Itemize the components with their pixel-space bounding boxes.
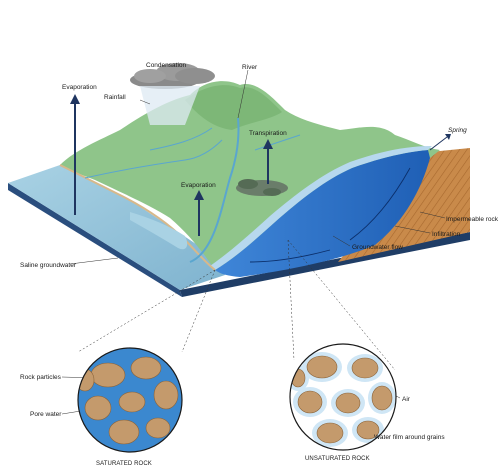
inlet <box>130 212 188 250</box>
block-front-face <box>8 183 182 297</box>
label-river: River <box>242 64 258 71</box>
river <box>189 117 240 263</box>
coastline <box>59 164 216 271</box>
stream-3 <box>254 134 301 151</box>
caption-unsaturated-rock: UNSATURATED ROCK <box>305 456 370 462</box>
label-evaporation-left: Evaporation <box>62 84 97 91</box>
label-saline-groundwater: Saline groundwater <box>20 262 77 269</box>
transpiration-arrow <box>263 139 273 184</box>
stream-1 <box>149 127 213 151</box>
unsaturated-zone <box>210 146 432 270</box>
label-water-film: Water film around grains <box>374 434 445 441</box>
flow-arrow-1 <box>349 167 411 241</box>
label-air: Air <box>402 396 411 403</box>
saturated-rock-inset <box>77 347 183 453</box>
unsaturated-rock-inset <box>289 343 397 451</box>
evaporation-arrow-left <box>70 94 80 215</box>
groundwater-body <box>215 150 430 277</box>
label-evaporation-center: Evaporation <box>181 182 216 189</box>
land-surface <box>60 81 440 270</box>
label-groundwater-flow: Groundwater flow <box>352 244 403 251</box>
hill-shade <box>185 85 282 130</box>
label-pore-water: Pore water <box>30 411 62 418</box>
sea-surface <box>8 165 225 290</box>
evaporation-arrow-center <box>194 190 204 236</box>
label-rock-particles: Rock particles <box>20 374 62 381</box>
cloud-icon <box>130 63 215 89</box>
landscape-block <box>8 81 470 297</box>
label-transpiration: Transpiration <box>249 130 287 137</box>
label-rainfall: Rainfall <box>104 94 126 101</box>
label-infiltration: Infiltration <box>432 231 461 238</box>
rainfall-streaks <box>140 86 200 125</box>
flow-arrow-2 <box>249 249 331 263</box>
caption-saturated-rock: SATURATED ROCK <box>96 461 152 467</box>
label-spring: Spring <box>448 127 467 134</box>
stream-2 <box>84 139 223 179</box>
label-condensation: Condensation <box>146 62 186 69</box>
spring-arrow <box>429 134 451 151</box>
forest <box>236 179 288 196</box>
label-impermeable-rock: Impermeable rock <box>446 216 499 223</box>
